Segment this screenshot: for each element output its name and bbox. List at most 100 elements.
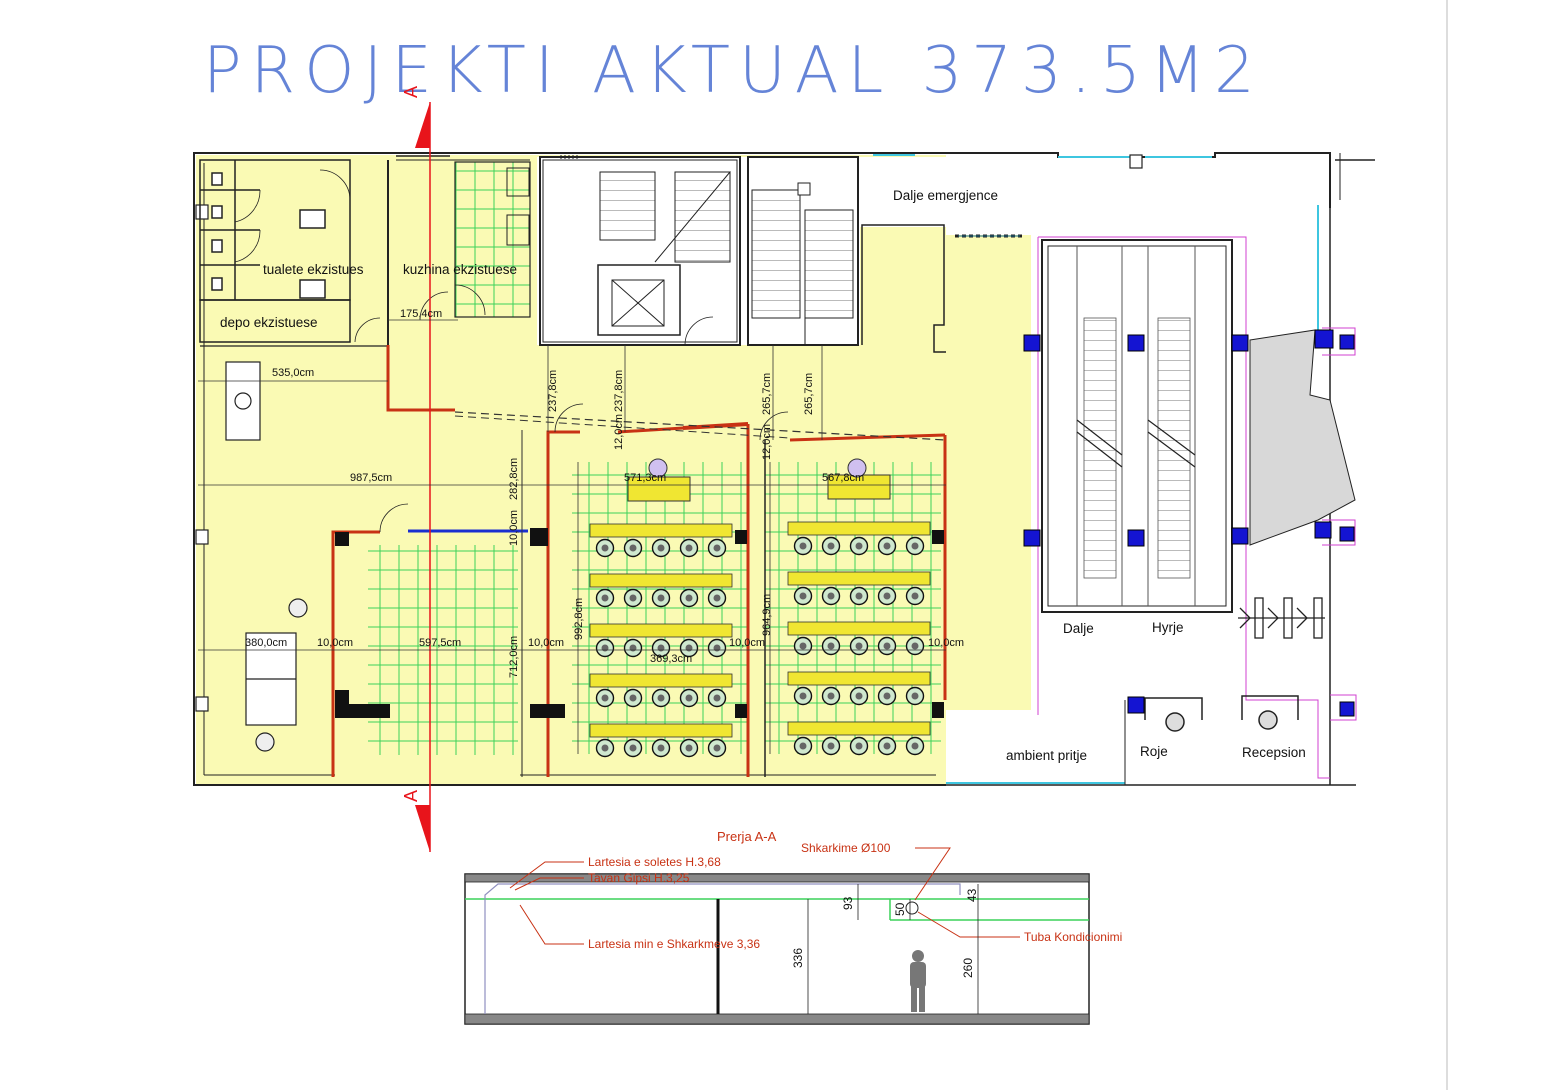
chair-seat [629, 694, 637, 702]
desk-row [787, 721, 931, 736]
chair-seat [883, 742, 891, 750]
chair-seat [713, 744, 721, 752]
chair-seat [713, 594, 721, 602]
dim-964: 964,9cm [761, 594, 773, 636]
kitchen-block [387, 155, 531, 345]
section-drawing: Prerja A-A Lartesia e soletes H.3,68 Tav… [464, 829, 1122, 1025]
dim-265b: 265,7cm [803, 373, 815, 415]
section-min-height: Lartesia min e Shkarkmeve 3,36 [588, 937, 760, 951]
chair-seat [799, 692, 807, 700]
section-dim-43: 43 [965, 888, 979, 902]
dimension-lines [198, 319, 946, 754]
chair-seat [601, 694, 609, 702]
label-exit: Dalje [1063, 621, 1094, 636]
dim-175: 175,4cm [400, 308, 442, 320]
desk-row [589, 723, 733, 738]
dim-597: 597,5cm [419, 637, 461, 649]
section-exhaust: Shkarkime Ø100 [801, 841, 891, 855]
dim-10c: 10,0cm [729, 637, 765, 649]
desk-row [589, 623, 733, 638]
dim-712: 712,0cm [508, 636, 520, 678]
chair-seat [685, 644, 693, 652]
dim-10a: 10,0cm [317, 637, 353, 649]
chair-seat [685, 694, 693, 702]
chair-seat [827, 592, 835, 600]
section-dim-336: 336 [791, 948, 805, 968]
chair-seat [827, 742, 835, 750]
chair-seat [827, 642, 835, 650]
emergency-partition [861, 224, 1025, 353]
dim-237a: 237,8cm [547, 370, 559, 412]
chair-seat [799, 592, 807, 600]
label-toilets: tualete ekzistues [263, 262, 364, 277]
chair-seat [855, 542, 863, 550]
dim-10b: 10,0cm [528, 637, 564, 649]
new-partitions [331, 345, 947, 777]
label-emergency-exit: Dalje emergjence [893, 188, 998, 203]
section-marker-top: A [401, 86, 421, 98]
chair-seat [685, 594, 693, 602]
chair-seat [629, 644, 637, 652]
dim-265a: 265,7cm [761, 373, 773, 415]
chair-seat [657, 544, 665, 552]
section-marker-bottom: A [401, 790, 421, 802]
person-figure [910, 950, 926, 1012]
chair-seat [713, 644, 721, 652]
chair-seat [911, 642, 919, 650]
teacher-desks [627, 458, 891, 502]
desk-row [787, 671, 931, 686]
dim-567: 567,8cm [822, 472, 864, 484]
dim-12b: 12,0cm [761, 424, 773, 460]
student-seats-left [589, 523, 733, 758]
chair-seat [601, 544, 609, 552]
dim-380: 380,0cm [245, 637, 287, 649]
dim-10v: 10,0cm [508, 510, 520, 546]
desk-row [787, 621, 931, 636]
desk-row [589, 523, 733, 538]
dim-992: 992,8cm [573, 598, 585, 640]
chair-seat [713, 694, 721, 702]
dimension-labels: 175,4cm 535,0cm 987,5cm 571,3cm 567,8cm … [245, 308, 964, 678]
windows [873, 154, 1319, 784]
stair-core-left [539, 155, 741, 346]
section-slab-height: Lartesia e soletes H.3,68 [588, 855, 721, 869]
chair-seat [629, 744, 637, 752]
escalators [1041, 239, 1233, 613]
chair-seat [799, 742, 807, 750]
chair-seat [657, 694, 665, 702]
chair-seat [713, 544, 721, 552]
chair-seat [601, 744, 609, 752]
label-reception: Recepsion [1242, 745, 1306, 760]
chair-seat [799, 642, 807, 650]
game-tables [225, 361, 308, 752]
wall-pilasters [195, 154, 1143, 712]
entrance-ramp [1249, 329, 1356, 546]
desk-row [589, 673, 733, 688]
columns [1023, 329, 1355, 717]
chair-seat [911, 692, 919, 700]
reception-desks [1124, 695, 1299, 785]
dim-282: 282,8cm [508, 458, 520, 500]
desk-row [787, 571, 931, 586]
chair-seat [883, 542, 891, 550]
label-entrance: Hyrje [1152, 620, 1184, 635]
chair-seat [911, 592, 919, 600]
label-waiting: ambient pritje [1006, 748, 1087, 763]
page-title: PROJEKTI AKTUAL 373.5M2 [203, 34, 1264, 108]
section-dim-50: 50 [893, 902, 907, 916]
dim-535: 535,0cm [272, 367, 314, 379]
chair-seat [657, 594, 665, 602]
toilets-block [199, 159, 388, 347]
chair-seat [657, 744, 665, 752]
label-kitchen: kuzhina ekzistuese [403, 262, 517, 277]
chair-seat [883, 692, 891, 700]
section-ac-pipe: Tuba Kondicionimi [1024, 930, 1122, 944]
chair-seat [799, 542, 807, 550]
piers [335, 528, 944, 718]
chair-seat [855, 642, 863, 650]
stair-core-right [747, 156, 859, 346]
dashed-line [454, 411, 946, 441]
section-dim-93: 93 [841, 896, 855, 910]
dim-369: 369,3cm [650, 653, 692, 665]
